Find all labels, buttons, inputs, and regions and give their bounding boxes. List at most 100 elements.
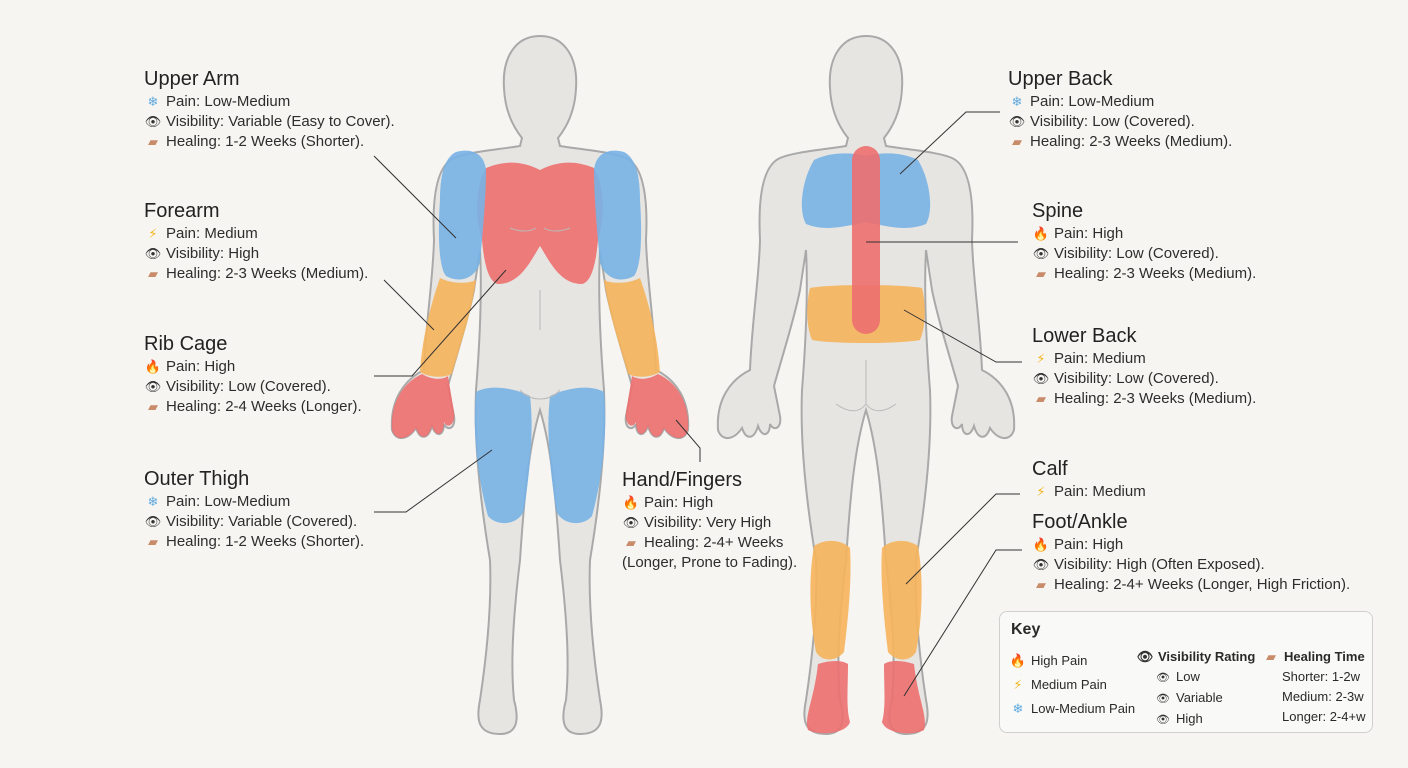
key-visibility-item: 👁High (1136, 709, 1255, 730)
label-row-text: Visibility: Low (Covered). (1030, 113, 1195, 130)
label-title: Forearm (144, 200, 220, 222)
eye-icon: 👁 (144, 246, 162, 261)
bandage-icon: ▰ (1036, 391, 1046, 406)
label-row-text: Pain: Medium (166, 225, 258, 242)
label-row: 👁 Visibility: Low (Covered). (1008, 112, 1232, 132)
key-visibility-item: 👁Low (1136, 667, 1255, 688)
front-body (390, 34, 690, 736)
label-row-text: Visibility: Low (Covered). (166, 378, 331, 395)
label-rib-cage: Rib Cage🔥Pain: High👁Visibility: Low (Cov… (144, 331, 362, 417)
label-calf: Calf⚡Pain: Medium (1032, 456, 1146, 502)
label-title: Spine (1032, 200, 1084, 222)
snowflake-icon: ❄ (147, 94, 159, 109)
lightning-icon: ⚡ (148, 226, 158, 241)
bandage-icon: ▰ (148, 399, 158, 414)
label-row: 🔥Pain: High (622, 493, 802, 513)
legend-key: Key 🔥High Pain⚡Medium Pain❄Low-Medium Pa… (999, 611, 1373, 733)
key-healing-heading: ▰Healing Time (1262, 647, 1365, 667)
key-visibility-column: 👁Visibility Rating 👁Low👁Variable👁High (1136, 647, 1256, 730)
label-row: ❄ Pain: Low-Medium (144, 92, 395, 112)
leader-outer-thigh (374, 449, 493, 513)
bandage-icon: ▰ (626, 535, 636, 550)
fire-icon: 🔥 (1009, 653, 1027, 668)
label-row-text: Healing: 2-3 Weeks (Medium). (166, 265, 369, 282)
label-title: Calf (1032, 458, 1068, 480)
forearm-left-region (420, 278, 476, 377)
label-row: ▰Healing: 2-3 Weeks (Medium). (1008, 132, 1232, 152)
label-title: Foot/Ankle (1032, 511, 1128, 533)
label-row-text: Pain: High (166, 358, 236, 375)
hand-right-region (625, 374, 689, 439)
bandage-icon: ▰ (1036, 266, 1046, 281)
label-row: 👁Visibility: Variable (Covered). (144, 512, 364, 532)
eye-icon: 👁 (1008, 114, 1026, 129)
label-outer-thigh: Outer Thigh❄Pain: Low-Medium👁Visibility:… (144, 466, 364, 552)
label-row: ▰Healing: 2-3 Weeks (Medium). (1032, 389, 1256, 409)
key-pain-item: ⚡Medium Pain (1009, 673, 1135, 697)
eye-icon: 👁 (1156, 714, 1170, 726)
key-visibility-heading: 👁Visibility Rating (1136, 647, 1256, 667)
label-upper-back: Upper Back❄Pain: Low-Medium👁Visibility: … (1008, 66, 1232, 152)
label-title: Lower Back (1032, 325, 1137, 347)
leader-lower-back (903, 309, 1022, 363)
upper-arm-left-region (438, 150, 486, 280)
label-row-text: Healing: 2-4+ Weeks (Longer, Prone to Fa… (622, 534, 798, 571)
back-detail (835, 360, 897, 412)
chest-ribcage-region (477, 162, 603, 284)
eye-icon: 👁 (144, 379, 162, 394)
label-row: ❄Pain: Low-Medium (144, 492, 364, 512)
fire-icon: 🔥 (1032, 537, 1050, 552)
label-row: 👁Visibility: Low (Covered). (1032, 244, 1256, 264)
label-row: ▰Healing: 1-2 Weeks (Shorter). (144, 132, 395, 152)
key-visibility-item: 👁Variable (1136, 688, 1255, 709)
label-row-text: Pain: High (1054, 536, 1124, 553)
label-row: 👁 Visibility: Variable (Easy to Cover). (144, 112, 395, 132)
label-row-text: Pain: Low-Medium (1030, 93, 1155, 110)
lightning-icon: ⚡ (1036, 351, 1046, 366)
eye-icon: 👁 (144, 114, 162, 129)
bandage-icon: ▰ (148, 134, 158, 149)
bandage-icon: ▰ (148, 266, 158, 281)
lightning-icon: ⚡ (1013, 677, 1023, 692)
label-row-text: Healing: 2-3 Weeks (Medium). (1054, 265, 1257, 282)
label-row-text: Healing: 2-3 Weeks (Medium). (1030, 133, 1233, 150)
outer-thigh-left-region (474, 387, 532, 524)
label-row-text: Visibility: High (166, 245, 260, 262)
label-row-text: Pain: Low-Medium (166, 93, 291, 110)
label-foot-ankle: Foot/Ankle🔥Pain: High👁Visibility: High (… (1032, 509, 1350, 595)
label-row: 👁Visibility: Very High (622, 513, 802, 533)
outer-thigh-right-region (548, 387, 606, 524)
key-pain-item: ❄Low-Medium Pain (1009, 697, 1136, 721)
label-row: 👁 Visibility: High (144, 244, 368, 264)
label-lower-back: Lower Back⚡Pain: Medium👁Visibility: Low … (1032, 323, 1256, 409)
label-forearm: Forearm ⚡ Pain: Medium 👁 Visibility: High ▰ He… (144, 198, 368, 284)
eye-icon: 👁 (622, 515, 640, 530)
bandage-icon: ▰ (148, 534, 158, 549)
label-row: ▰Healing: 2-4+ Weeks (Longer, Prone to F… (622, 533, 802, 573)
bandage-icon: ▰ (1266, 649, 1276, 664)
label-hand-fingers: Hand/Fingers🔥Pain: High👁Visibility: Very… (622, 467, 802, 573)
key-healing-item: Longer: 2-4+w (1282, 709, 1366, 724)
label-row: ▰ Healing: 2-3 Weeks (Medium). (1032, 264, 1256, 284)
fire-icon: 🔥 (622, 495, 640, 510)
label-row: ⚡Pain: Medium (1032, 482, 1146, 502)
label-row-text: Pain: High (1054, 225, 1124, 242)
label-row-text: Healing: 2-4+ Weeks (Longer, High Fricti… (1054, 576, 1351, 593)
label-row: ▰Healing: 1-2 Weeks (Shorter). (144, 532, 364, 552)
key-title: Key (1011, 621, 1041, 638)
back-body (716, 34, 1016, 736)
label-row: 🔥Pain: High (144, 357, 362, 377)
snowflake-icon: ❄ (147, 494, 159, 509)
label-title: Outer Thigh (144, 468, 250, 490)
calf-right-region (881, 540, 922, 660)
label-title: Hand/Fingers (622, 469, 743, 491)
spine-region (852, 146, 880, 334)
label-row-text: Visibility: Variable (Covered). (166, 513, 358, 530)
label-row-text: Visibility: Variable (Easy to Cover). (166, 113, 395, 130)
label-row: 🔥 Pain: High (1032, 535, 1350, 555)
label-row-text: Pain: Medium (1054, 483, 1146, 500)
label-row-text: Visibility: High (Often Exposed). (1054, 556, 1265, 573)
snowflake-icon: ❄ (1012, 701, 1024, 716)
